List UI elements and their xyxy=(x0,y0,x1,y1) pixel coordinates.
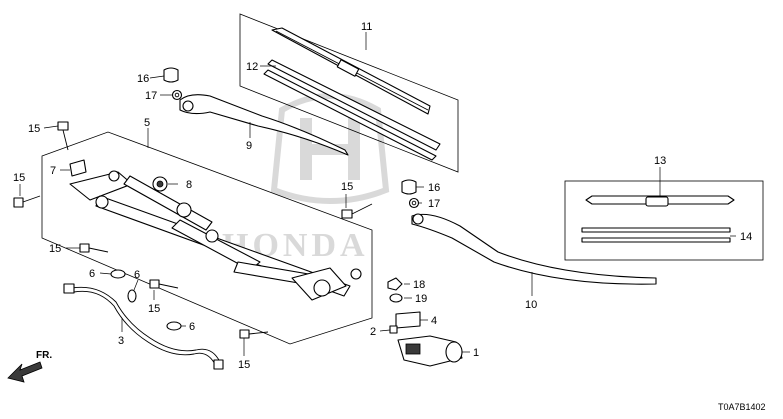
callout-1: 1 xyxy=(473,347,479,359)
motor-screw xyxy=(389,325,398,334)
bolt-right xyxy=(341,203,373,219)
callout-17-passenger: 17 xyxy=(428,198,440,210)
callout-8: 8 xyxy=(186,179,192,191)
wiper-motor xyxy=(397,335,463,367)
bolt-center xyxy=(149,279,179,289)
blade-group-frame-11 xyxy=(239,13,459,173)
callout-18: 18 xyxy=(413,279,425,291)
callout-15-lower-left: 15 xyxy=(49,243,61,255)
callout-14: 14 xyxy=(740,231,752,243)
bolt-left xyxy=(13,195,41,208)
bolt-bottom xyxy=(239,329,269,339)
diagram-reference-code: T0A7B1402 xyxy=(718,402,766,412)
bolt-lower-left xyxy=(79,243,109,253)
wiper-rubber-refill-driver xyxy=(263,59,441,161)
blade-group-frame-13 xyxy=(564,180,764,261)
callout-5: 5 xyxy=(144,117,150,129)
washer-hose xyxy=(63,283,224,370)
callout-15-center: 15 xyxy=(148,303,160,315)
callout-2: 2 xyxy=(370,326,376,338)
callout-9: 9 xyxy=(246,140,252,152)
wiper-blade-driver xyxy=(271,27,431,115)
callout-3: 3 xyxy=(118,335,124,347)
wiper-arm-driver xyxy=(179,94,349,156)
callout-17-driver: 17 xyxy=(145,90,157,102)
callout-15-right: 15 xyxy=(341,181,353,193)
o-ring-c xyxy=(166,321,182,331)
callout-16-passenger: 16 xyxy=(428,182,440,194)
callout-12: 12 xyxy=(246,61,258,73)
callout-6-b: 6 xyxy=(134,269,140,281)
motor-nut xyxy=(387,277,403,291)
arm-nut-passenger xyxy=(408,197,420,209)
callout-13: 13 xyxy=(654,155,666,167)
motor-washer xyxy=(389,293,403,303)
front-direction-arrow: FR. xyxy=(7,350,52,383)
leader-lines xyxy=(19,32,736,356)
linkage-group-frame-5 xyxy=(41,131,373,345)
wiper-arm-passenger xyxy=(411,213,657,285)
callout-11: 11 xyxy=(361,21,372,33)
wiper-linkage xyxy=(69,170,362,301)
arm-cap-passenger xyxy=(401,179,417,195)
callout-16-driver: 16 xyxy=(137,73,149,85)
callout-6-c: 6 xyxy=(189,321,195,333)
wiper-rubber-refill-passenger xyxy=(581,227,731,243)
bolt-top-left xyxy=(57,121,69,151)
arm-cap-driver xyxy=(163,67,179,83)
wiper-blade-passenger xyxy=(585,195,735,207)
callout-15-left: 15 xyxy=(13,172,25,184)
front-direction-label: FR. xyxy=(36,350,52,361)
callout-labels: 11 12 9 16 17 15 5 7 8 15 15 16 17 13 14… xyxy=(13,21,752,371)
linkage-bushing xyxy=(69,159,87,177)
motor-bracket xyxy=(395,311,421,329)
callout-10: 10 xyxy=(525,299,537,311)
o-ring-a xyxy=(110,269,126,279)
o-ring-b xyxy=(127,289,137,303)
arm-nut-driver xyxy=(171,89,183,101)
callout-4: 4 xyxy=(431,315,437,327)
linkage-grommet xyxy=(152,176,168,192)
callout-7: 7 xyxy=(50,165,56,177)
callout-15-top: 15 xyxy=(28,123,40,135)
callout-6-a: 6 xyxy=(89,268,95,280)
callout-19: 19 xyxy=(415,293,427,305)
callout-15-bottom: 15 xyxy=(238,359,250,371)
